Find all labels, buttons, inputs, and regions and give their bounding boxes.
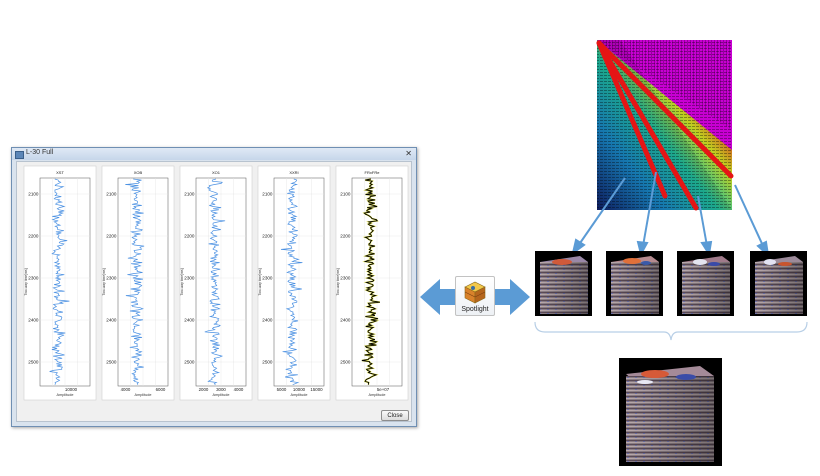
spotlight-label: Spotlight	[461, 306, 489, 313]
depth-tick-label: 2100	[340, 192, 351, 197]
close-icon[interactable]: ✕	[405, 149, 412, 158]
depth-tick-label: 2300	[340, 276, 351, 281]
x-axis-label: Amplitude	[213, 393, 230, 397]
attribute-heatmap	[596, 40, 734, 211]
log-track: XST 2100 2200 2300 2400 2500 Two-way time[ms] 1…	[23, 165, 97, 401]
x-tick-label: 3000	[216, 387, 226, 392]
depth-tick-label: 2500	[28, 360, 39, 365]
track-title: XOB	[134, 170, 143, 175]
log-curve	[361, 178, 380, 385]
seismic-cube-1	[535, 251, 592, 316]
track-title: XO1	[212, 170, 221, 175]
depth-tick-label: 2300	[106, 276, 117, 281]
arrow-left-icon	[420, 279, 457, 315]
title-bar: L-30 Full ✕	[12, 148, 416, 160]
seismic-cube-4	[750, 251, 807, 316]
depth-tick-label: 2300	[184, 276, 195, 281]
x-tick-label: 4000	[234, 387, 244, 392]
depth-tick-label: 2400	[262, 318, 273, 323]
track-title: XST	[56, 170, 64, 175]
log-window: L-30 Full ✕ XST 2100 2200 2300 2400 2500 Two-w…	[11, 147, 417, 427]
x-axis-label: Amplitude	[291, 393, 308, 397]
track-title: XXRI	[289, 170, 298, 175]
depth-tick-label: 2500	[106, 360, 117, 365]
depth-tick-label: 2300	[262, 276, 273, 281]
x-tick-label: 6000	[156, 387, 166, 392]
x-tick-label: 5e+07	[377, 387, 390, 392]
x-tick-label: 4000	[121, 387, 131, 392]
red-trend-lines	[596, 40, 734, 211]
y-axis-label: Two-way time[ms]	[258, 268, 262, 295]
depth-tick-label: 2400	[106, 318, 117, 323]
log-track: FRxFRe 2100 2200 2300 2400 2500 Two-way time[m…	[335, 165, 409, 401]
depth-tick-label: 2200	[106, 234, 117, 239]
track-panel: XST 2100 2200 2300 2400 2500 Two-way time[ms] 1…	[23, 165, 409, 401]
depth-tick-label: 2200	[184, 234, 195, 239]
depth-tick-label: 2500	[340, 360, 351, 365]
x-tick-label: 5000	[277, 387, 287, 392]
depth-tick-label: 2100	[262, 192, 273, 197]
spotlight-button[interactable]: Spotlight	[455, 276, 495, 316]
merged-seismic-cube	[619, 358, 722, 466]
y-axis-label: Two-way time[ms]	[24, 268, 28, 295]
window-client: XST 2100 2200 2300 2400 2500 Two-way time[ms] 1…	[16, 161, 412, 422]
x-tick-label: 10000	[65, 387, 78, 392]
depth-tick-label: 2200	[340, 234, 351, 239]
log-track: XOB 2100 2200 2300 2400 2500 Two-way time[ms] 4…	[101, 165, 175, 401]
y-axis-label: Two-way time[ms]	[102, 268, 106, 295]
window-icon	[15, 151, 24, 159]
log-curve	[49, 178, 70, 385]
log-curve	[125, 178, 145, 385]
group-bracket	[534, 321, 808, 341]
log-track: XXRI 2100 2200 2300 2400 2500 Two-way time[ms]…	[257, 165, 331, 401]
depth-tick-label: 2100	[106, 192, 117, 197]
x-axis-label: Amplitude	[135, 393, 152, 397]
log-track: XO1 2100 2200 2300 2400 2500 Two-way time[ms] 2…	[179, 165, 253, 401]
log-curve	[204, 178, 226, 385]
seismic-cube-3	[677, 251, 734, 316]
seismic-cube-2	[606, 251, 663, 316]
arrow-right-icon	[494, 279, 530, 315]
track-title: FRxFRe	[365, 170, 381, 175]
depth-tick-label: 2400	[340, 318, 351, 323]
x-tick-label: 15000	[310, 387, 323, 392]
x-axis-label: Amplitude	[369, 393, 386, 397]
x-axis-label: Amplitude	[57, 393, 74, 397]
y-axis-label: Two-way time[ms]	[336, 268, 340, 295]
depth-tick-label: 2500	[184, 360, 195, 365]
x-tick-label: 10000	[293, 387, 306, 392]
depth-tick-label: 2100	[184, 192, 195, 197]
depth-tick-label: 2400	[28, 318, 39, 323]
depth-tick-label: 2500	[262, 360, 273, 365]
depth-tick-label: 2200	[262, 234, 273, 239]
y-axis-label: Two-way time[ms]	[180, 268, 184, 295]
x-tick-label: 2000	[199, 387, 209, 392]
depth-tick-label: 2400	[184, 318, 195, 323]
spotlight-box-icon	[464, 281, 486, 304]
depth-tick-label: 2200	[28, 234, 39, 239]
close-button[interactable]: Close	[381, 410, 409, 421]
window-title: L-30 Full	[26, 149, 54, 156]
depth-tick-label: 2100	[28, 192, 39, 197]
log-curve	[280, 178, 303, 386]
depth-tick-label: 2300	[28, 276, 39, 281]
